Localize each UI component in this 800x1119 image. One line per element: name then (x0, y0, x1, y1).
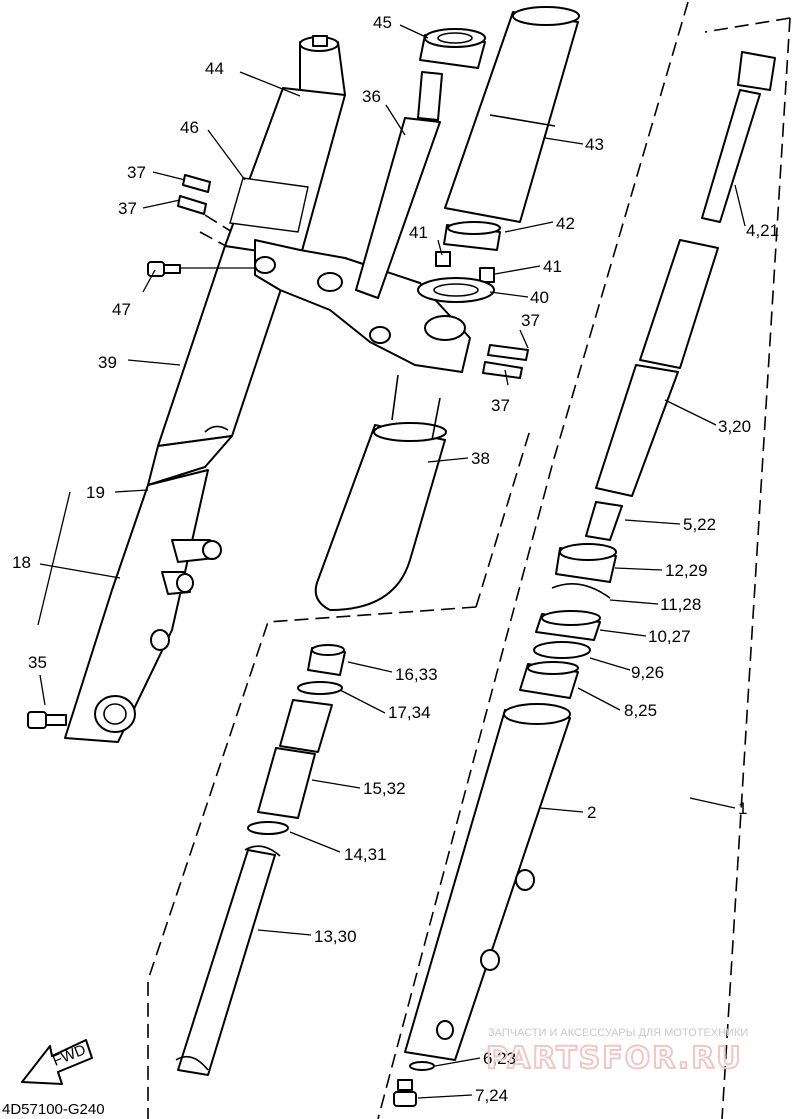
part-3-20-spring-tube (595, 239, 719, 497)
part-37-bolts (177, 174, 529, 379)
callout-label: 42 (556, 214, 575, 233)
part-16-33-cap-bolt (307, 644, 346, 676)
part-9-26-washer (533, 641, 591, 659)
callout-label: 4,21 (746, 221, 779, 240)
part-38-cover (314, 374, 447, 611)
callout-label: 5,22 (683, 515, 716, 534)
callout-label: 37 (521, 311, 540, 330)
part-7-24-bolt (393, 1079, 417, 1107)
callout-label: 40 (530, 288, 549, 307)
part-45-bearing (419, 28, 486, 69)
part-40-washer (417, 277, 495, 303)
callout-label: 44 (205, 59, 224, 78)
callout-labels: 45 44 36 43 46 37 37 42 41 41 4,21 47 40… (12, 13, 779, 1105)
fwd-arrow-icon: FWD (21, 1039, 93, 1085)
callout-label: 36 (362, 87, 381, 106)
callout-label: 14,31 (344, 845, 387, 864)
part-42-nut (443, 221, 501, 251)
callout-label: 43 (585, 135, 604, 154)
watermark: ЗАПЧАСТИ И АКСЕССУАРЫ ДЛЯ МОТОТЕХНИКИ PA… (485, 1027, 748, 1077)
part-13-30-spring (175, 845, 281, 1076)
callout-label: 19 (86, 483, 105, 502)
part-35-bolt (27, 711, 67, 729)
part-10-27-seal (535, 610, 601, 641)
callout-label: 37 (118, 199, 137, 218)
callout-label: 37 (491, 396, 510, 415)
part-15-32-spacer (257, 699, 333, 819)
callout-label: 16,33 (395, 665, 438, 684)
callout-label: 1 (738, 799, 747, 818)
callout-label: 2 (587, 803, 596, 822)
callout-label: 38 (471, 449, 490, 468)
part-11-28-clip (551, 582, 611, 599)
callout-label: 41 (543, 257, 562, 276)
callout-label: 35 (28, 653, 47, 672)
callout-label: 7,24 (475, 1086, 508, 1105)
watermark-caption: ЗАПЧАСТИ И АКСЕССУАРЫ ДЛЯ МОТОТЕХНИКИ (488, 1027, 748, 1039)
callout-label: 37 (127, 163, 146, 182)
callout-label: 45 (373, 13, 392, 32)
part-18-19-lower-leg (64, 469, 222, 743)
part-36-steering-stem (355, 71, 443, 299)
callout-label: 8,25 (624, 701, 657, 720)
leader-lines (37, 24, 746, 1099)
callout-label: 13,30 (314, 927, 357, 946)
callout-label: 18 (12, 553, 31, 572)
part-12-29-seal (555, 543, 617, 583)
part-5-22-collar (585, 501, 623, 541)
watermark-brand: PARTSFOR.RU (486, 1041, 743, 1076)
callout-label: 15,32 (363, 779, 406, 798)
callout-label: 10,27 (648, 627, 691, 646)
part-47-bolt (147, 261, 181, 277)
callout-label: 9,26 (631, 663, 664, 682)
part-43-cover (444, 6, 580, 223)
part-40-under-bracket (254, 239, 471, 373)
callout-label: 46 (180, 118, 199, 137)
part-4-21-damper-rod (701, 51, 776, 223)
callout-label: 47 (112, 300, 131, 319)
callout-label: 3,20 (718, 417, 751, 436)
callout-label: 39 (98, 353, 117, 372)
part-17-34-o-ring (297, 681, 343, 695)
diagram-code: 4D57100-G240 (2, 1101, 105, 1118)
part-2-outer-tube (404, 703, 571, 1061)
part-8-25-bushing (519, 661, 579, 699)
callout-label: 12,29 (665, 561, 708, 580)
part-6-23-washer (409, 1061, 435, 1071)
callout-label: 6,23 (483, 1049, 516, 1068)
callout-label: 11,28 (660, 595, 701, 614)
assembly-boundary-lines (147, 1, 791, 1119)
part-14-31-washer (247, 821, 289, 835)
callout-label: 17,34 (388, 703, 431, 722)
callout-label: 41 (409, 223, 428, 242)
